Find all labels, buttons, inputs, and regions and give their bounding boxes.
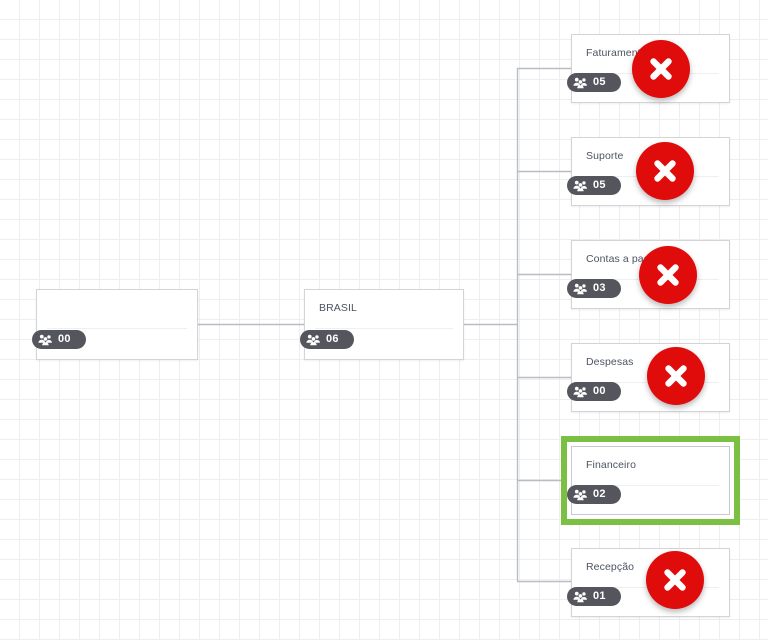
- close-x-icon: [665, 365, 687, 387]
- people-group-icon: [573, 489, 587, 501]
- node-title: BRASIL: [319, 302, 357, 314]
- node-divider: [582, 485, 719, 486]
- member-count-badge[interactable]: 05: [567, 176, 621, 195]
- member-count-badge[interactable]: 03: [567, 279, 621, 298]
- org-node-root[interactable]: 00: [32, 289, 198, 360]
- close-x-icon: [650, 58, 672, 80]
- member-count-value: 03: [593, 282, 606, 294]
- delete-node-button-contas-a-pagar[interactable]: [639, 246, 697, 304]
- people-group-icon: [38, 334, 52, 346]
- member-count-value: 05: [593, 179, 606, 191]
- member-count-badge[interactable]: 02: [567, 485, 621, 504]
- delete-node-button-faturamento[interactable]: [632, 40, 690, 98]
- node-title: Recepção: [586, 561, 635, 573]
- close-x-icon: [664, 569, 686, 591]
- member-count-value: 02: [593, 488, 606, 500]
- member-count-value: 00: [593, 385, 606, 397]
- member-count-badge[interactable]: 05: [567, 73, 621, 92]
- member-count-value: 05: [593, 76, 606, 88]
- people-group-icon: [573, 591, 587, 603]
- node-title: Financeiro: [586, 459, 637, 471]
- close-x-icon: [657, 264, 679, 286]
- org-node-brasil[interactable]: BRASIL 06: [300, 289, 464, 360]
- node-divider: [47, 328, 187, 329]
- node-title: Suporte: [586, 150, 624, 162]
- member-count-badge[interactable]: 01: [567, 587, 621, 606]
- people-group-icon: [573, 386, 587, 398]
- member-count-badge[interactable]: 00: [567, 382, 621, 401]
- member-count-badge[interactable]: 00: [32, 330, 86, 349]
- member-count-value: 06: [326, 333, 339, 345]
- node-title: Faturamento: [586, 47, 647, 59]
- people-group-icon: [573, 77, 587, 89]
- member-count-value: 00: [58, 333, 71, 345]
- node-title: Despesas: [586, 356, 634, 368]
- org-node-financeiro[interactable]: Financeiro 02: [567, 446, 730, 515]
- member-count-value: 01: [593, 590, 606, 602]
- member-count-badge[interactable]: 06: [300, 330, 354, 349]
- people-group-icon: [306, 334, 320, 346]
- delete-node-button-despesas[interactable]: [647, 347, 705, 405]
- node-divider: [315, 328, 453, 329]
- people-group-icon: [573, 180, 587, 192]
- delete-node-button-suporte[interactable]: [636, 142, 694, 200]
- close-x-icon: [654, 160, 676, 182]
- delete-node-button-recepcao[interactable]: [646, 551, 704, 609]
- people-group-icon: [573, 283, 587, 295]
